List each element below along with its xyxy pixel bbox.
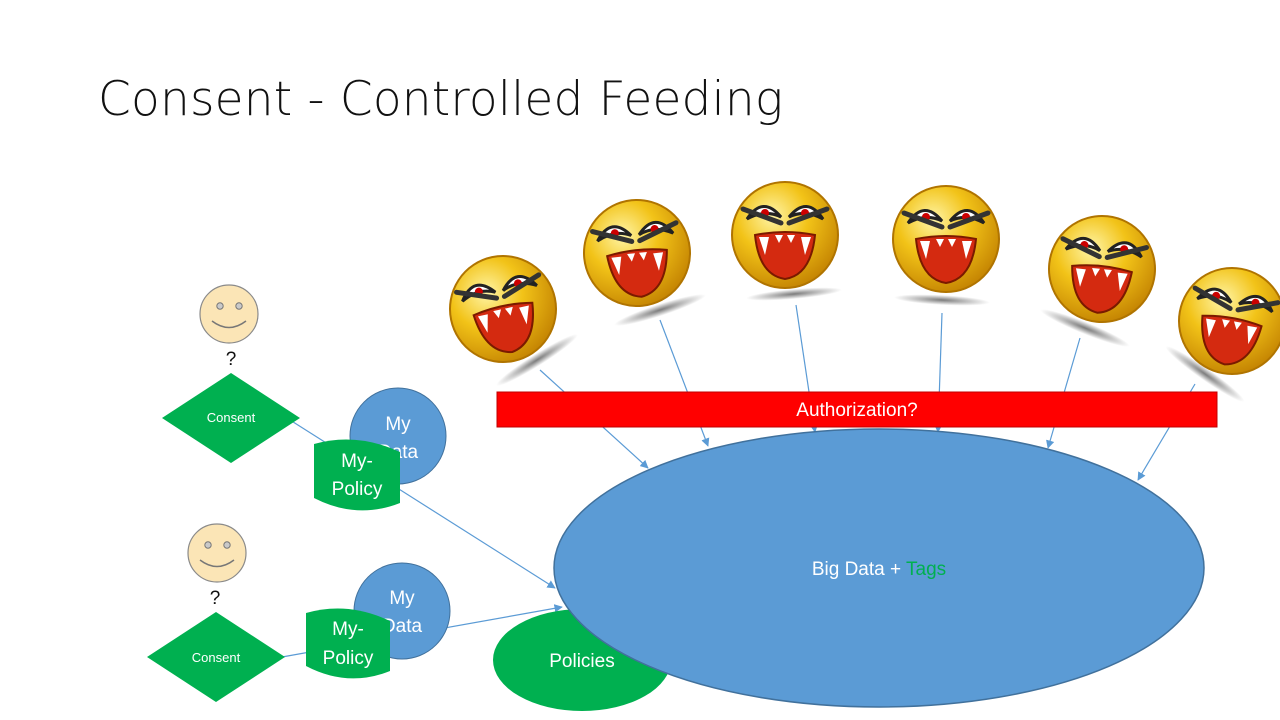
devil-face-icon [732, 182, 838, 288]
devil-face-icon [893, 186, 999, 292]
question-mark: ? [210, 588, 221, 609]
big-data-store: Big Data + Tags [553, 428, 1205, 708]
authorization-label: Authorization? [796, 400, 917, 421]
my-policy-line2: Policy [332, 479, 383, 500]
my-data-line1: My [385, 414, 411, 435]
smiley-face-icon [187, 523, 247, 583]
my-policy-flag [314, 439, 400, 511]
consent-diamond [147, 612, 285, 702]
devil-face-icon [579, 195, 695, 311]
devil-face-icon [1044, 211, 1160, 327]
my-data-line1: My [389, 588, 415, 609]
authorization-bar: Authorization? [496, 391, 1218, 428]
policies-label: Policies [549, 651, 614, 672]
access-arrows [539, 304, 1196, 481]
devil-shadows [496, 287, 1245, 402]
my-data-line2: Data [382, 616, 423, 637]
smiley-face-icon [199, 284, 259, 344]
consent-label: Consent [207, 410, 256, 425]
slide-title: Consent - Controlled Feeding [98, 72, 784, 127]
my-policy-flag [306, 608, 390, 679]
my-policy-line2: Policy [323, 648, 374, 669]
my-policy-line1: My- [332, 619, 364, 640]
user-group-2: ? Consent My Data My- Policy [147, 523, 451, 702]
big-data-label: Big Data + Tags [812, 559, 946, 580]
my-policy-line1: My- [341, 451, 373, 472]
question-mark: ? [226, 349, 237, 370]
user-group-1: ? Consent My Data My- Policy [162, 284, 447, 511]
consent-diamond [162, 373, 300, 463]
consent-label: Consent [192, 650, 241, 665]
